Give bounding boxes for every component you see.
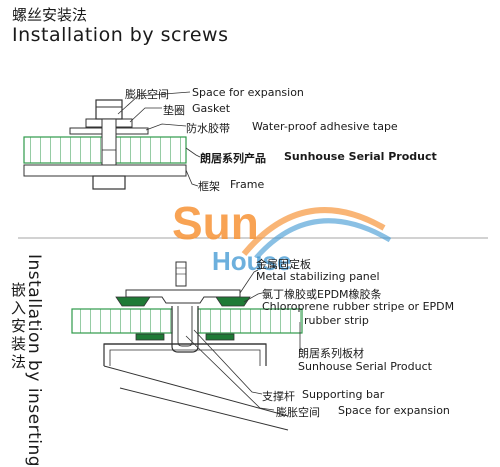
label-rubber-cn: 氯丁橡胶或EPDM橡胶条 xyxy=(262,288,382,301)
rubber-strip-bottom-left xyxy=(135,333,165,341)
rubber-strip-bottom-right xyxy=(205,333,235,341)
label-expansion2-en: Space for expansion xyxy=(338,404,450,417)
label-tape-cn: 防水胶带 xyxy=(186,122,230,135)
logo-sun-text: Sun xyxy=(172,197,259,249)
label-product-en: Sunhouse Serial Product xyxy=(284,150,437,163)
screw-head xyxy=(95,99,123,120)
label-product2-cn: 朗居系列板材 xyxy=(298,347,364,360)
label-expansion2-cn: 膨胀空间 xyxy=(276,406,320,419)
label-gasket-en: Gasket xyxy=(192,102,231,115)
label-rubber-en2: rubber strip xyxy=(304,314,369,327)
center-channel xyxy=(171,306,199,353)
label-rubber-en1: Chloroprene rubber stripe or EPDM xyxy=(262,300,455,313)
inserting-title-cn: 嵌入安装法 xyxy=(9,282,27,372)
label-product-cn: 朗居系列产品 xyxy=(200,152,266,165)
screws-title-en: Installation by screws xyxy=(12,24,229,46)
inserting-title-en: Installation by inserting xyxy=(24,254,44,467)
frame xyxy=(23,164,187,177)
label-gasket-cn: 垫圈 xyxy=(163,104,185,117)
label-product2-en: Sunhouse Serial Product xyxy=(298,360,432,373)
label-frame-cn: 框架 xyxy=(198,180,220,193)
label-expansion-cn: 膨胀空间 xyxy=(125,88,169,101)
rubber-strip-right xyxy=(215,296,251,307)
label-bar-cn: 支撑杆 xyxy=(262,390,295,403)
insert-section xyxy=(71,261,303,431)
supporting-bar xyxy=(103,343,267,366)
screw-section xyxy=(23,91,201,190)
rubber-strip-left xyxy=(115,296,151,307)
logo-arc-icon xyxy=(241,207,392,258)
label-bar-en: Supporting bar xyxy=(302,388,385,401)
logo-house-text: House xyxy=(212,246,292,276)
sunhouse-panel-left xyxy=(71,308,173,334)
label-frame-en: Frame xyxy=(230,178,265,191)
screw-leaders xyxy=(117,91,201,187)
installation-diagram xyxy=(18,91,488,431)
label-tape-en: Water-proof adhesive tape xyxy=(252,120,398,133)
label-panel-cn: 金属固定板 xyxy=(256,258,311,271)
screws-title-cn: 螺丝安装法 xyxy=(12,6,88,24)
label-panel-en: Metal stabilizing panel xyxy=(256,270,380,283)
insert-leaders xyxy=(185,269,301,411)
nut xyxy=(92,175,126,190)
label-expansion-en: Space for expansion xyxy=(192,86,304,99)
